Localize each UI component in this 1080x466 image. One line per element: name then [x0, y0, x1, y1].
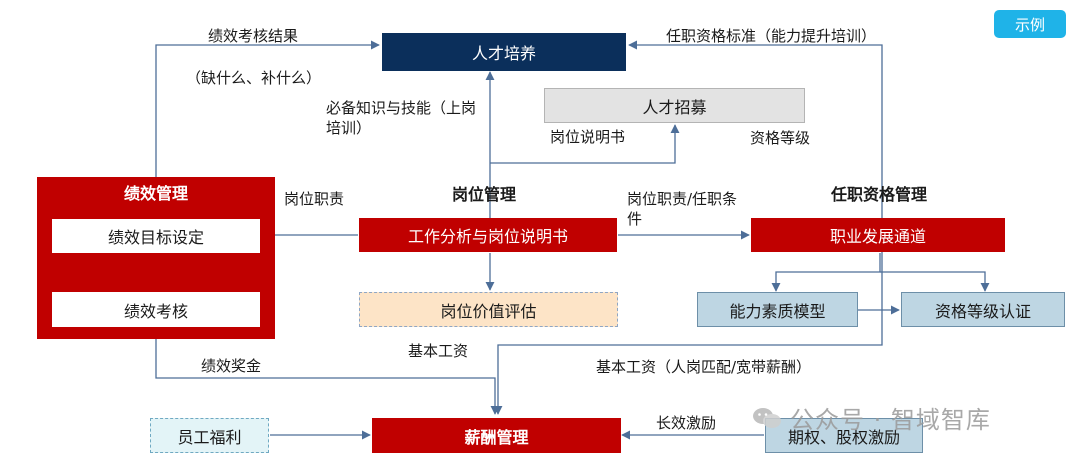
- connector-to-recruitment: [490, 124, 680, 164]
- competency-node: 能力素质模型: [697, 292, 858, 327]
- connector-perf-to-training: [155, 40, 380, 177]
- comp-mgmt-node: 薪酬管理: [372, 418, 621, 453]
- career-path-node: 职业发展通道: [751, 218, 1005, 252]
- perf-mgmt-title: 绩效管理: [123, 184, 188, 203]
- connector-qual-to-training: [628, 40, 883, 250]
- connector-career-branch: [771, 253, 881, 292]
- perf-result-label: 绩效考核结果: [208, 27, 299, 45]
- connector-career-branch-right: [880, 271, 990, 292]
- job-eval-node: 岗位价值评估: [359, 292, 618, 327]
- welfare-node: 员工福利: [150, 418, 269, 453]
- qual-level-label: 资格等级: [750, 129, 811, 147]
- perf-bonus-label: 绩效奖金: [201, 357, 262, 375]
- job-desc-label: 岗位说明书: [550, 128, 626, 146]
- long-incentive-label: 长效激励: [656, 414, 717, 432]
- watermark: 公众号 · 智域智库: [752, 400, 991, 435]
- duty-cond-label: 岗位职责/任职条件: [627, 190, 738, 228]
- recruitment-node: 人才招募: [544, 88, 805, 123]
- lack-fill-label: （缺什么、补什么）: [186, 69, 322, 87]
- base-salary-label: 基本工资: [408, 342, 469, 360]
- job-analysis-node: 工作分析与岗位说明书: [359, 218, 617, 252]
- wechat-icon: [752, 406, 782, 430]
- qual-mgmt-title: 任职资格管理: [831, 185, 928, 204]
- talent-training-node: 人才培养: [382, 33, 626, 71]
- equity-node: 期权、股权激励: [765, 418, 923, 453]
- watermark-text: 公众号 · 智域智库: [790, 406, 991, 434]
- qual-cert-node: 资格等级认证: [901, 292, 1065, 327]
- connector-qual-to-salary: [493, 250, 883, 415]
- job-mgmt-title: 岗位管理: [452, 185, 517, 204]
- knowledge-label: 必备知识与技能（上岗培训）: [326, 99, 477, 137]
- connector-bonus-to-salary: [155, 328, 500, 415]
- base-salary-match-label: 基本工资（人岗匹配/宽带薪酬）: [596, 358, 812, 376]
- perf-assess-node: 绩效考核: [52, 292, 260, 327]
- job-duty-label: 岗位职责: [284, 190, 345, 208]
- qual-standard-label: 任职资格标准（能力提升培训）: [666, 27, 877, 45]
- example-badge: 示例: [994, 10, 1066, 38]
- perf-goal-node: 绩效目标设定: [52, 219, 260, 253]
